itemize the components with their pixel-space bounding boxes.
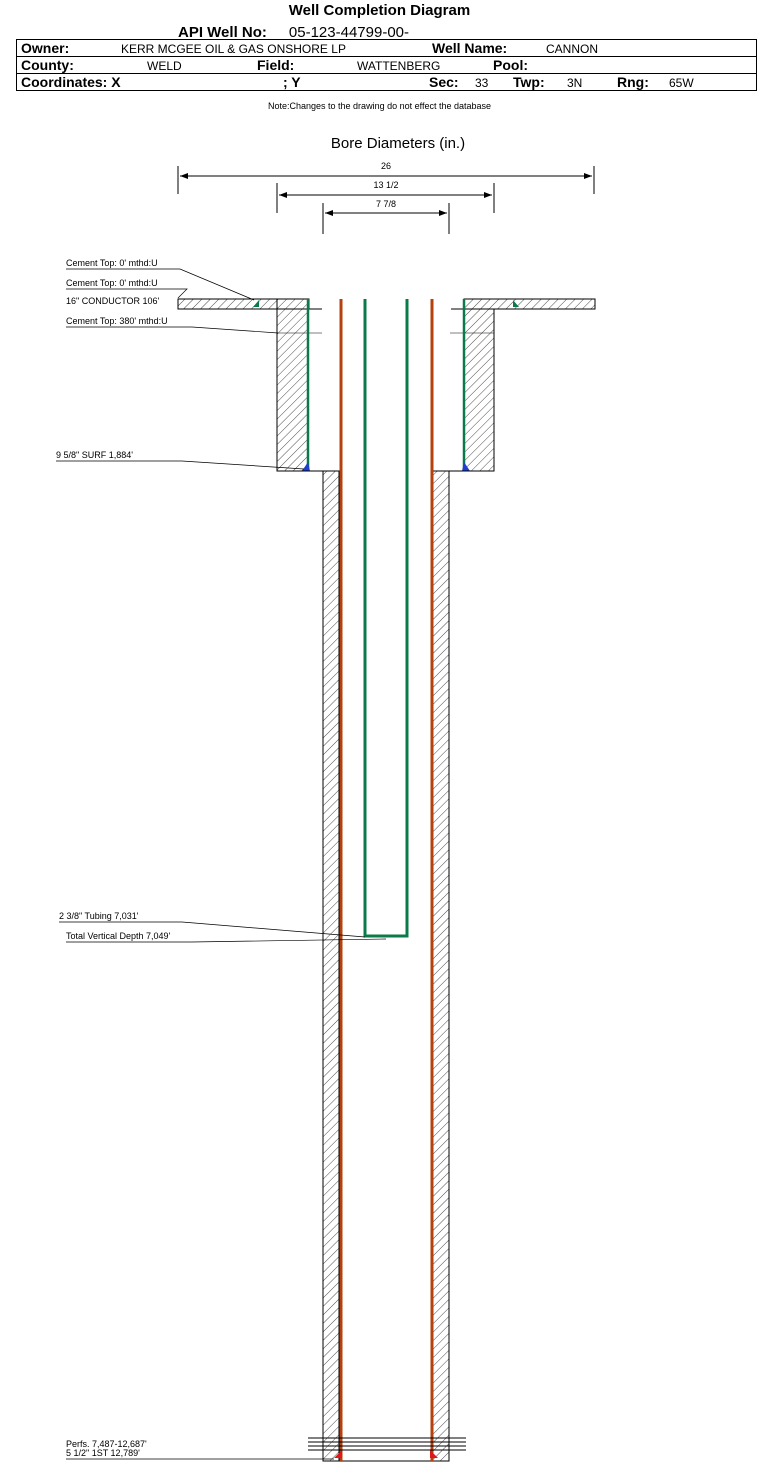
api-value: 05-123-44799-00- xyxy=(288,24,409,41)
sec-label: Sec: xyxy=(429,74,459,90)
label-cement-top-2: Cement Top: 0' mthd:U xyxy=(66,278,158,288)
api-well-number: API Well No: 05-123-44799-00- xyxy=(178,24,409,41)
production-shoe-right xyxy=(430,1450,438,1458)
dim-7-arrow-right xyxy=(439,210,447,216)
dim-7-label: 7 7/8 xyxy=(376,199,396,209)
coordinates-row: Coordinates: X ; Y Sec: 33 Twp: 3N Rng: 65W xyxy=(16,73,757,91)
county-label: County: xyxy=(21,57,74,73)
county-row: County: WELD Field: WATTENBERG Pool: xyxy=(16,56,757,74)
dim-13-arrow-left xyxy=(279,192,287,198)
label-cement-top-3: Cement Top: 380' mthd:U xyxy=(66,316,168,326)
surface-shoe-right xyxy=(462,462,470,471)
conductor-cement-right xyxy=(463,298,596,310)
county-cell: County: WELD Field: WATTENBERG Pool: xyxy=(16,56,757,74)
label-cement-top-1: Cement Top: 0' mthd:U xyxy=(66,258,158,268)
label-conductor: 16" CONDUCTOR 106' xyxy=(66,296,160,306)
leader-tubing xyxy=(59,921,366,938)
conductor-shoe-marker-left xyxy=(253,300,259,307)
dim-7-arrow-left xyxy=(325,210,333,216)
field-label: Field: xyxy=(257,57,295,73)
surface-cement-left xyxy=(276,308,309,472)
rng-value: 65W xyxy=(669,76,694,90)
conductor-shoe-marker-right xyxy=(513,300,519,307)
leader-surface-casing xyxy=(56,460,305,470)
county-value: WELD xyxy=(147,59,182,73)
conductor-cement-inner-left xyxy=(276,298,310,310)
production-cement-right xyxy=(432,470,450,1462)
field-value: WATTENBERG xyxy=(357,59,441,73)
owner-cell: Owner: KERR MCGEE OIL & GAS ONSHORE LP Wel… xyxy=(16,39,757,57)
tubing-string xyxy=(363,299,409,938)
conductor-cement-left xyxy=(177,298,278,310)
twp-value: 3N xyxy=(567,76,583,90)
coord-x-label: Coordinates: X xyxy=(21,74,121,90)
twp-label: Twp: xyxy=(513,74,545,90)
leader-cement-top-3 xyxy=(66,326,279,334)
owner-value: KERR MCGEE OIL & GAS ONSHORE LP xyxy=(121,42,346,56)
production-shoe-left xyxy=(334,1450,342,1458)
dim-13-arrow-right xyxy=(484,192,492,198)
api-label: API Well No: xyxy=(178,24,267,41)
dim-26-label: 26 xyxy=(381,161,391,171)
database-note: Note:Changes to the drawing do not effec… xyxy=(268,101,491,111)
leader-tvd xyxy=(66,938,387,943)
callouts: Cement Top: 0' mthd:U Cement Top: 0' mth… xyxy=(56,258,387,1460)
dim-26-arrow-right xyxy=(584,173,592,179)
well-name-value: CANNON xyxy=(546,42,599,56)
label-tubing: 2 3/8" Tubing 7,031' xyxy=(59,911,139,921)
owner-label: Owner: xyxy=(21,40,70,56)
label-production-casing: 5 1/2" 1ST 12,789' xyxy=(66,1448,140,1458)
bore-diameters-title: Bore Diameters (in.) xyxy=(331,135,465,152)
well-name-label: Well Name: xyxy=(432,40,508,56)
label-perforations: Perfs. 7,487-12,687' xyxy=(66,1439,147,1449)
coordinates-cell: Coordinates: X ; Y Sec: 33 Twp: 3N Rng: 65W xyxy=(16,73,757,91)
rng-label: Rng: xyxy=(617,74,649,90)
label-surface-casing: 9 5/8" SURF 1,884' xyxy=(56,450,133,460)
owner-row: Owner: KERR MCGEE OIL & GAS ONSHORE LP Wel… xyxy=(16,39,757,57)
coord-y-label: ; Y xyxy=(283,74,301,90)
sec-value: 33 xyxy=(475,76,489,90)
dim-13-label: 13 1/2 xyxy=(373,180,398,190)
label-tvd: Total Vertical Depth 7,049' xyxy=(66,931,171,941)
production-cement-left xyxy=(322,470,340,1462)
leader-cement-top-2 xyxy=(66,288,188,299)
pool-label: Pool: xyxy=(493,57,528,73)
diagram-title: Well Completion Diagram xyxy=(288,2,471,19)
dim-26-arrow-left xyxy=(180,173,188,179)
well-info-table: Owner: KERR MCGEE OIL & GAS ONSHORE LP Wel… xyxy=(16,39,757,91)
leader-cement-top-1 xyxy=(66,268,255,301)
